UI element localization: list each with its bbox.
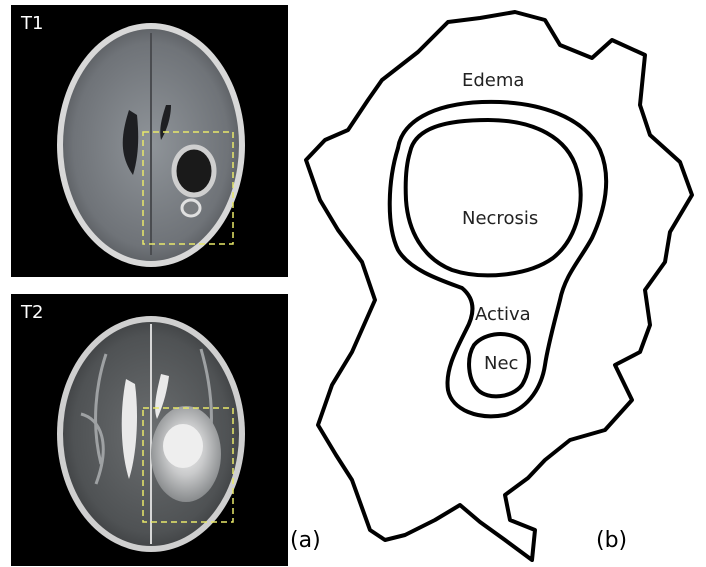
region-label-necrosis: Necrosis xyxy=(462,208,538,229)
mri-t1-panel: T1 xyxy=(11,5,288,277)
necrosis-outline xyxy=(406,120,581,275)
region-label-active: Activa xyxy=(475,304,531,325)
region-label-nec: Nec xyxy=(484,353,518,374)
edema-outline xyxy=(306,12,692,560)
mri-label-t1: T1 xyxy=(21,13,43,34)
region-label-edema: Edema xyxy=(462,70,524,91)
mri-label-t2: T2 xyxy=(21,302,43,323)
mri-t2-panel: T2 xyxy=(11,294,288,566)
mri-t2-image xyxy=(11,294,288,566)
tumor-region-diagram: Edema Necrosis Activa Nec xyxy=(290,0,706,567)
mri-t1-image xyxy=(11,5,288,277)
